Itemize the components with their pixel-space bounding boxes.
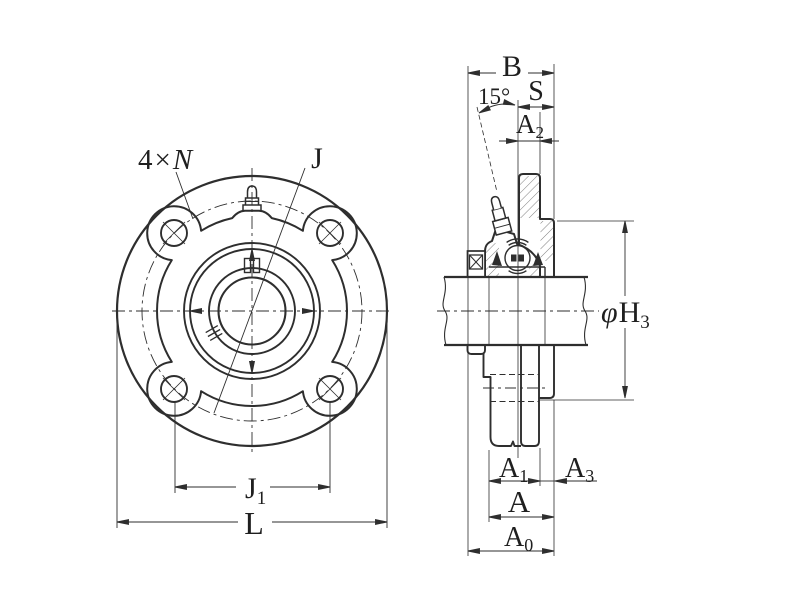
label-a0: A0 <box>504 522 533 555</box>
cartridge-seat-circle-outer <box>183 242 321 380</box>
race-arc <box>508 241 527 246</box>
label-s: S <box>528 76 544 107</box>
dimension-l <box>116 320 388 528</box>
front-view <box>112 167 392 528</box>
flange-lower-rim <box>520 345 540 447</box>
dimension-a <box>488 514 555 520</box>
bolt-hole-bottom-right <box>316 375 344 403</box>
dimension-a0 <box>467 548 555 554</box>
spigot-lower-edge <box>539 345 555 399</box>
dimension-grease-angle <box>476 99 517 193</box>
ball-cage-right <box>518 254 524 262</box>
label-a: A <box>508 484 531 519</box>
inner-race-arc <box>508 270 527 275</box>
label-15deg: 15° <box>478 84 510 109</box>
label-bolt-note: 4×N <box>138 144 194 176</box>
bolt-circle-leader <box>213 167 306 414</box>
set-screw-lower-left-front <box>205 325 223 341</box>
ball-cage-left <box>511 254 517 262</box>
label-b: B <box>502 50 522 83</box>
dimension-h3 <box>622 220 628 399</box>
label-j: J <box>311 142 323 175</box>
seal-right <box>533 252 543 266</box>
labels: 4×N J J1 L B 15° S A2 φH3 A1 A3 <box>138 50 650 555</box>
inner-ring-circle <box>208 267 296 355</box>
label-h3: φH3 <box>601 296 650 333</box>
bolt-note-leader <box>175 171 194 220</box>
label-a1: A1 <box>499 453 528 486</box>
label-a3: A3 <box>565 453 594 486</box>
collar-lower-nub <box>466 345 486 355</box>
dimension-a3 <box>540 478 597 484</box>
set-screw-top-front <box>243 257 261 274</box>
seal-left <box>492 251 502 266</box>
label-a2: A2 <box>516 109 544 142</box>
dimension-s <box>517 104 555 110</box>
bolt-circle-centerline <box>141 200 363 422</box>
side-view <box>437 64 634 556</box>
flange-outer-circle <box>115 174 389 448</box>
set-screw-collar <box>466 250 486 278</box>
bolt-hole-bottom-left <box>160 375 188 403</box>
bolt-hole-top-right <box>316 219 344 247</box>
label-l: L <box>244 505 264 541</box>
outer-race-arc <box>506 238 529 243</box>
housing-lower-profile <box>482 354 521 447</box>
bolt-hole-top-left <box>160 219 188 247</box>
shaft-bore-circle <box>217 276 287 346</box>
grease-fitting-side <box>490 195 513 236</box>
dimension-a1 <box>488 478 541 484</box>
label-j1: J1 <box>245 472 266 509</box>
lower-silhouette <box>466 345 555 447</box>
flange-boss-contour <box>146 205 358 417</box>
dimension-a2 <box>499 138 559 144</box>
bearing-ball <box>504 244 531 272</box>
grease-fitting-front <box>242 185 262 211</box>
extension-lines <box>467 64 634 556</box>
flange-section-hatch <box>520 176 539 218</box>
bearing-internals <box>489 238 546 277</box>
dimension-b <box>467 70 555 76</box>
spigot-section-hatch <box>540 221 554 261</box>
dimension-j1 <box>174 402 331 493</box>
